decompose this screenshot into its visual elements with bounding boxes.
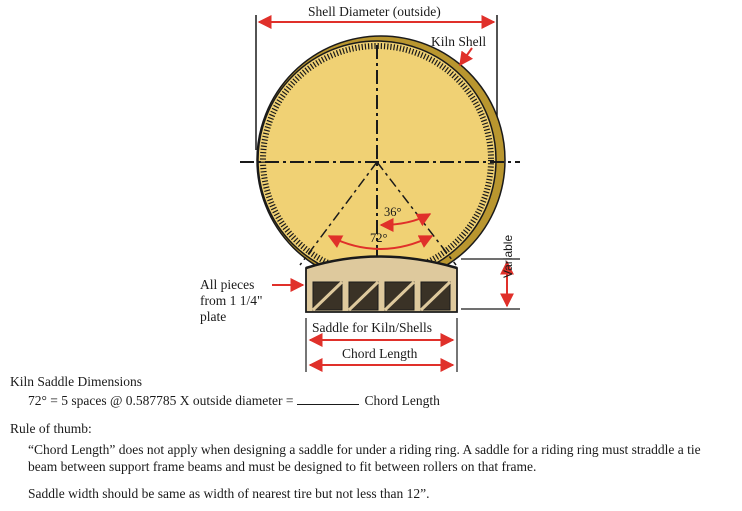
width-text: Saddle width should be same as width of … [28, 486, 430, 501]
saddle [305, 255, 458, 313]
angle-36-arc [379, 213, 432, 232]
saddle-label: Saddle for Kiln/Shells [312, 320, 432, 335]
formula-text: 72° = 5 spaces @ 0.587785 X outside diam… [28, 393, 294, 408]
kiln-shell [256, 35, 506, 285]
radial-line-left [299, 161, 378, 266]
saddle-dimensions-heading: Kiln Saddle Dimensions [10, 374, 142, 389]
angle-72-arc [327, 235, 434, 250]
formula-line: 72° = 5 spaces @ 0.587785 X outside diam… [28, 393, 440, 409]
angle-36-label: 36° [384, 205, 402, 219]
rule-heading: Rule of thumb: [10, 421, 92, 436]
shell-diameter-label: Shell Diameter (outside) [306, 4, 443, 20]
formula-blank [296, 393, 359, 405]
formula-result: Chord Length [364, 393, 440, 408]
kiln-shell-label: Kiln Shell [431, 34, 487, 49]
variable-label: Variable [501, 234, 515, 278]
chord-length-label: Chord Length [340, 346, 420, 362]
rule-text: “Chord Length” does not apply when desig… [28, 442, 701, 474]
kiln-shell-pointer [459, 47, 473, 67]
angle-72-label: 72° [370, 231, 388, 245]
all-pieces-label: All pieces from 1 1/4" plate [200, 277, 263, 324]
